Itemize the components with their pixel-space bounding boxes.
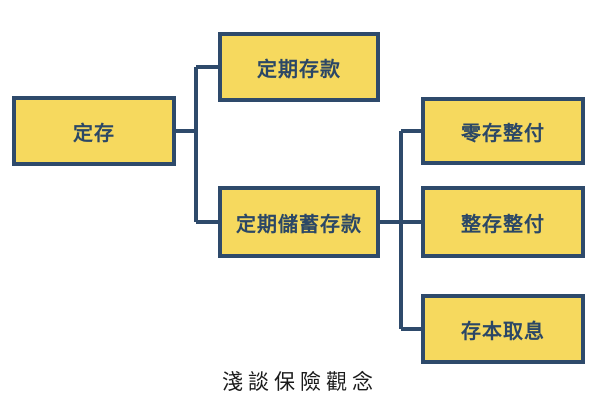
node-time-deposit: 定期存款 (218, 32, 380, 102)
node-lump-deposit-installment: 零存整付 (421, 97, 585, 165)
node-lump-deposit-lump-withdrawal: 整存整付 (421, 186, 585, 258)
caption-text: 淺談保險觀念 (222, 370, 378, 394)
node-principal-deposit-interest-withdrawal: 存本取息 (421, 294, 585, 364)
node-time-savings-deposit: 定期儲蓄存款 (218, 186, 380, 258)
node-fixed-deposit-root: 定存 (12, 96, 176, 166)
